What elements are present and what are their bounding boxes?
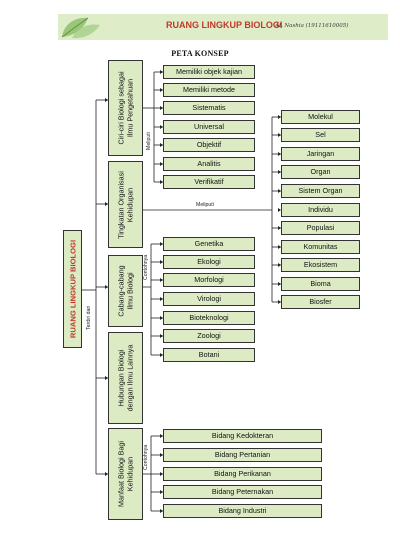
node-memiliki-objek-kajian: Memiliki objek kajian bbox=[163, 65, 255, 79]
branch-hubungan-biologi: Hubungan Biologi dengan Ilmu Lainnya bbox=[108, 332, 143, 424]
branch-label-line: Kehidupan bbox=[124, 456, 134, 492]
node-bidang-perikanan: Bidang Perikanan bbox=[163, 467, 322, 481]
header-author: AL Nashia (19111610005) bbox=[275, 23, 349, 29]
node-genetika: Genetika bbox=[163, 237, 255, 251]
branch-label-line: dengan Ilmu Lainnya bbox=[124, 344, 134, 412]
node-individu: Individu bbox=[281, 203, 360, 217]
node-objektif: Objektif bbox=[163, 138, 255, 152]
branch-label-line: Tingkatan Organisasi bbox=[115, 170, 125, 239]
branch-label-line: Cabang-cabang bbox=[115, 265, 125, 317]
branch-label-line: Hubungan Biologi bbox=[115, 349, 125, 407]
node-jaringan: Jaringan bbox=[281, 147, 360, 161]
branch-label-line: Ilmu Pengetahuan bbox=[124, 78, 134, 138]
node-bioteknologi: Bioteknologi bbox=[163, 311, 255, 325]
node-biosfer: Biosfer bbox=[281, 295, 360, 309]
node-komunitas: Komunitas bbox=[281, 240, 360, 254]
link-label-branch-1: Meliputi bbox=[146, 132, 152, 150]
header-title: RUANG LINGKUP BIOLOGI bbox=[166, 20, 283, 30]
root-label: RUANG LINGKUP BIOLOGI bbox=[67, 239, 77, 339]
branch-cabang-ilmu-biologi: Cabang-cabang Ilmu Biologi bbox=[108, 255, 143, 327]
node-bidang-industri: Bidang Industri bbox=[163, 504, 322, 518]
link-label-branch-3: Contohnya bbox=[143, 254, 149, 280]
link-label-terdiri-dari: Terdiri dari bbox=[86, 305, 92, 330]
node-analitis: Analitis bbox=[163, 157, 255, 171]
branch-label: Cabang-cabang Ilmu Biologi bbox=[115, 265, 134, 317]
node-zoologi: Zoologi bbox=[163, 329, 255, 343]
node-verifikatif: Verifikatif bbox=[163, 175, 255, 189]
header-band bbox=[58, 14, 388, 40]
branch-ciri-ciri: Ciri-ciri Biologi sebagai Ilmu Pengetahu… bbox=[108, 60, 143, 156]
branch-label: Manfaat Biologi Bagi Kehidupan bbox=[115, 441, 134, 507]
node-morfologi: Morfologi bbox=[163, 273, 255, 287]
branch-label: Tingkatan Organisasi Kehidupan bbox=[115, 170, 134, 239]
page-title: PETA KONSEP bbox=[171, 49, 229, 58]
node-virologi: Virologi bbox=[163, 292, 255, 306]
branch-tingkatan-organisasi: Tingkatan Organisasi Kehidupan bbox=[108, 161, 143, 248]
node-ekologi: Ekologi bbox=[163, 255, 255, 269]
node-universal: Universal bbox=[163, 120, 255, 134]
branch-label: Hubungan Biologi dengan Ilmu Lainnya bbox=[115, 344, 134, 412]
branch-label: Ciri-ciri Biologi sebagai Ilmu Pengetahu… bbox=[115, 71, 134, 145]
branch-label-line: Manfaat Biologi Bagi bbox=[115, 441, 125, 507]
branch-manfaat-biologi: Manfaat Biologi Bagi Kehidupan bbox=[108, 428, 143, 520]
node-sel: Sel bbox=[281, 128, 360, 142]
node-bioma: Bioma bbox=[281, 277, 360, 291]
leaf-logo-icon bbox=[61, 17, 100, 39]
root-node: RUANG LINGKUP BIOLOGI bbox=[63, 230, 82, 348]
link-label-branch-5: Contohnya bbox=[143, 444, 149, 470]
branch-label-line: Ilmu Biologi bbox=[124, 272, 134, 310]
node-sistem-organ: Sistem Organ bbox=[281, 184, 360, 198]
node-bidang-peternakan: Bidang Peternakan bbox=[163, 485, 322, 499]
node-molekul: Molekul bbox=[281, 110, 360, 124]
node-bidang-kedokteran: Bidang Kedokteran bbox=[163, 429, 322, 443]
node-memiliki-metode: Memiliki metode bbox=[163, 83, 255, 97]
node-bidang-pertanian: Bidang Pertanian bbox=[163, 448, 322, 462]
branch-label-line: Kehidupan bbox=[124, 187, 134, 222]
node-botani: Botani bbox=[163, 348, 255, 362]
node-ekosistem: Ekosistem bbox=[281, 258, 360, 272]
branch-label-line: Ciri-ciri Biologi sebagai bbox=[115, 71, 125, 145]
node-organ: Organ bbox=[281, 165, 360, 179]
node-sistematis: Sistematis bbox=[163, 101, 255, 115]
node-populasi: Populasi bbox=[281, 221, 360, 235]
link-label-branch-2: Meliputi bbox=[196, 202, 214, 208]
